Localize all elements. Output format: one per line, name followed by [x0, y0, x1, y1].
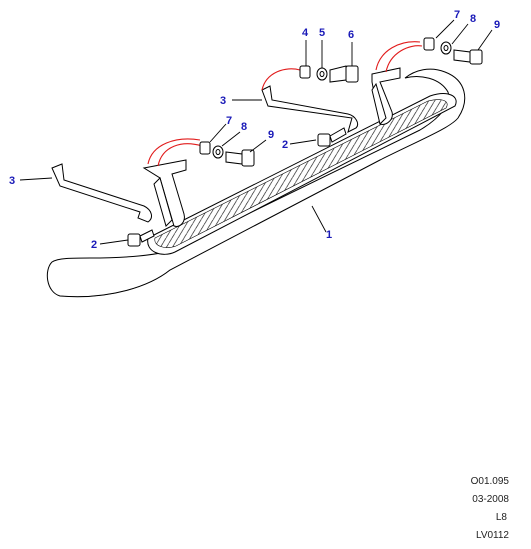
front-support-strut [51, 163, 152, 223]
callout-3-upper: 3 [220, 95, 226, 107]
washer-top-right [440, 41, 452, 55]
callout-2-upper: 2 [282, 139, 288, 151]
callout-3-lower: 3 [9, 175, 15, 187]
bolt-upper [329, 65, 359, 83]
callout-2-lower: 2 [91, 239, 97, 251]
callout-4: 4 [302, 27, 309, 39]
washer-mid [212, 145, 224, 159]
front-mounting-bracket [142, 159, 187, 227]
callout-9-mid: 9 [268, 129, 274, 141]
reference-drawing: LV0112 [476, 530, 509, 541]
callout-1: 1 [326, 229, 332, 241]
callout-7-top: 7 [454, 9, 460, 21]
callout-6: 6 [348, 29, 354, 41]
nut-upper [299, 65, 311, 79]
callout-8-top: 8 [470, 13, 476, 25]
nut-mid [199, 141, 211, 155]
callout-7-mid: 7 [226, 115, 232, 127]
callout-8-mid: 8 [241, 121, 247, 133]
washer-upper [316, 67, 328, 81]
bolt-top-right [453, 49, 483, 65]
side-step-tube [46, 68, 466, 298]
red-assembly-arrows [147, 41, 423, 167]
leader-lines [19, 19, 493, 245]
tread-plate [147, 93, 457, 255]
bolt-mid [225, 149, 255, 167]
reference-model: L8 [495, 512, 507, 523]
reference-code: O01.095 [470, 476, 509, 487]
callout-5: 5 [319, 27, 325, 39]
callout-9-top: 9 [494, 19, 500, 31]
bolt-step-upper [317, 127, 347, 147]
bolt-step-lower [127, 229, 155, 247]
rear-mounting-bracket [371, 67, 401, 125]
nut-top-right [423, 37, 435, 51]
reference-date: 03-2008 [472, 494, 509, 505]
rear-support-strut [261, 85, 359, 133]
